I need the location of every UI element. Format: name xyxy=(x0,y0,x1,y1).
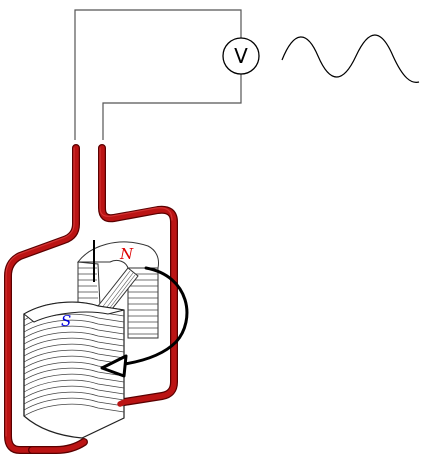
armature-diagonal-stripes xyxy=(100,270,136,314)
circuit-wire xyxy=(74,9,242,140)
circuit-wire-return xyxy=(102,74,242,140)
curved-arrow-icon xyxy=(100,266,189,378)
south-pole-face xyxy=(23,301,125,323)
magnet-top-cap xyxy=(76,241,159,269)
coil-wire-front xyxy=(28,399,127,454)
magnet-left-face xyxy=(77,261,101,307)
core-right-lamination xyxy=(128,273,158,335)
voltmeter-icon: V xyxy=(222,37,260,75)
magnet-left-stripes xyxy=(78,267,98,299)
coil-wire xyxy=(4,144,178,454)
south-pole-label: S xyxy=(61,312,71,330)
north-pole-label: N xyxy=(119,245,134,263)
sine-wave-icon xyxy=(281,34,420,83)
voltmeter-label: V xyxy=(234,44,248,68)
